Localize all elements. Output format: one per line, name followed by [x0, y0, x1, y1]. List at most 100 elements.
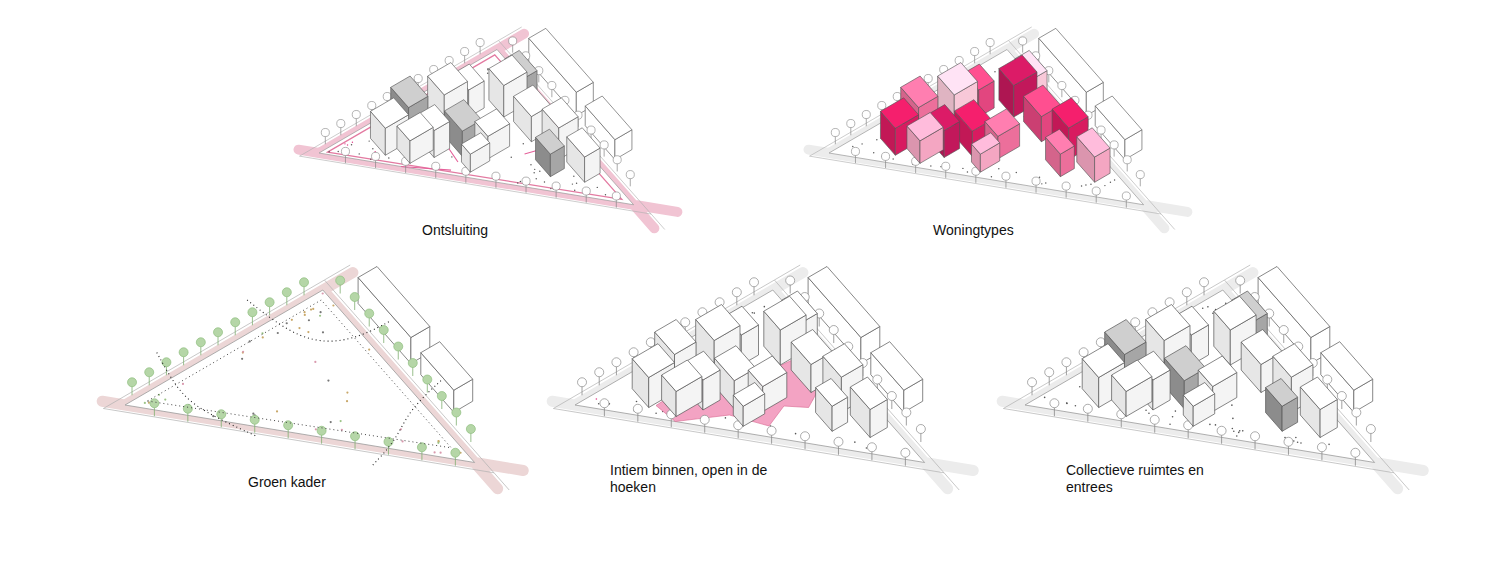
tree-crown — [461, 47, 469, 55]
planting-dot — [1328, 444, 1330, 446]
building-face — [907, 113, 943, 141]
planting-dot — [1215, 424, 1217, 426]
tree-symbol — [1182, 288, 1191, 306]
planting-dot — [346, 400, 348, 402]
site-outline — [1025, 290, 1375, 463]
tree-crown — [1337, 392, 1346, 401]
planting-dot — [573, 175, 574, 176]
tree-symbol — [341, 147, 349, 163]
tree-symbol — [582, 187, 590, 203]
planting-dot — [1232, 418, 1234, 420]
tree-trunk — [354, 301, 355, 310]
tree-crown — [250, 415, 259, 424]
tree-trunk — [398, 351, 399, 360]
planting-dot — [330, 421, 332, 423]
planting-dot — [322, 292, 324, 294]
road-band — [552, 273, 973, 489]
tree-crown — [437, 392, 446, 401]
planting-dot — [1114, 179, 1115, 180]
tree-trunk — [1240, 285, 1241, 294]
tree-trunk — [871, 451, 872, 460]
tree-crown — [600, 141, 608, 149]
planting-dot — [277, 332, 279, 334]
tree-crown — [1002, 172, 1010, 180]
tree-crown — [1028, 378, 1037, 387]
tree-trunk — [369, 318, 370, 327]
tree-symbol — [1150, 415, 1159, 433]
planting-dot — [1295, 437, 1297, 439]
tree-crown — [1110, 141, 1118, 149]
tree-trunk — [1186, 296, 1187, 305]
tree-trunk — [617, 163, 618, 171]
tree-trunk — [1126, 200, 1127, 208]
tree-symbol — [1002, 172, 1010, 188]
planting-dot — [725, 417, 727, 419]
tree-crown — [1317, 443, 1326, 452]
planting-dot — [372, 148, 373, 149]
tree-symbol — [887, 392, 896, 410]
tree-crown — [1050, 399, 1059, 408]
building-face — [585, 96, 632, 140]
tree-crown — [587, 126, 595, 134]
tree-symbol — [466, 425, 475, 443]
tree-trunk — [754, 286, 755, 295]
tree-trunk — [551, 89, 552, 97]
tree-symbol — [1351, 448, 1360, 466]
planting-dot — [998, 168, 999, 169]
tree-symbol — [1110, 141, 1118, 157]
tree-symbol — [282, 288, 291, 306]
tree-crown — [284, 421, 293, 430]
planting-dot — [262, 336, 264, 338]
tree-symbol — [214, 328, 223, 346]
building-block — [421, 342, 473, 413]
tree-trunk — [383, 334, 384, 343]
tree-trunk — [435, 170, 436, 178]
tree-crown — [300, 278, 309, 287]
tree-trunk — [1283, 334, 1284, 343]
building-face — [421, 342, 473, 391]
planting-dot — [930, 165, 931, 166]
planting-dot — [1079, 386, 1081, 388]
tree-symbol — [901, 448, 910, 466]
tree-trunk — [616, 366, 617, 375]
tree-trunk — [604, 149, 605, 157]
tree-crown — [408, 359, 417, 368]
tree-symbol — [834, 437, 843, 455]
tree-crown — [350, 293, 359, 302]
planting-dot — [319, 311, 321, 313]
tree-trunk — [355, 440, 356, 449]
tree-crown — [1062, 182, 1070, 190]
tree-crown — [878, 101, 886, 109]
tree-trunk — [738, 429, 739, 438]
road-extension — [1394, 473, 1409, 490]
planting-dot — [1016, 172, 1017, 173]
tree-crown — [1019, 37, 1027, 45]
planting-dot — [991, 176, 992, 177]
planting-dot — [962, 168, 963, 169]
tree-trunk — [132, 386, 133, 395]
tree-trunk — [1127, 163, 1128, 171]
planting-dot — [596, 398, 598, 400]
planting-dot — [866, 447, 868, 449]
tree-trunk — [269, 306, 270, 315]
tree-symbol — [552, 182, 560, 198]
tree-trunk — [465, 175, 466, 183]
planting-dot — [530, 164, 531, 165]
tree-crown — [986, 38, 994, 46]
tree-crown — [414, 74, 422, 82]
tree-symbol — [1366, 425, 1375, 443]
panel-caption: Collectieve ruimtes en entrees — [1066, 462, 1246, 496]
tree-trunk — [885, 160, 886, 168]
building-face — [938, 63, 978, 95]
tree-trunk — [704, 424, 705, 433]
tree-trunk — [340, 127, 341, 135]
building-block — [461, 133, 489, 172]
planting-dot — [1081, 185, 1082, 186]
building-block — [907, 113, 943, 164]
tree-crown — [1182, 288, 1191, 297]
site-drawing — [552, 265, 973, 490]
planting-dot — [344, 143, 345, 144]
tree-crown — [786, 276, 795, 285]
tree-crown — [600, 399, 609, 408]
